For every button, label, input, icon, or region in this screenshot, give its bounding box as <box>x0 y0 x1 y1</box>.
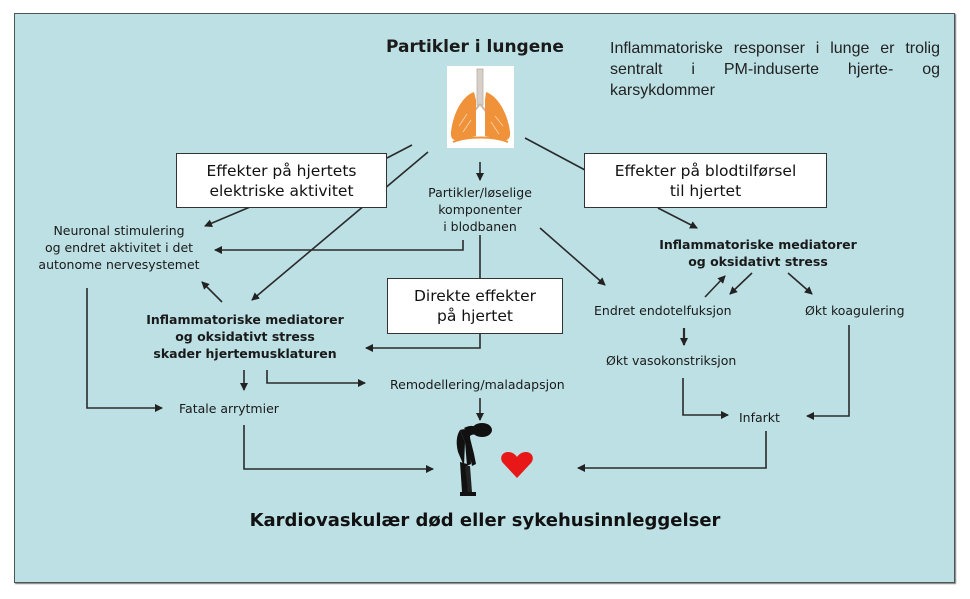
node-endothelial: Endret endotelfuksjon <box>594 303 732 318</box>
node-vasoconstriction: Økt vasokonstriksjon <box>606 353 737 368</box>
arrow-lungs-electrical <box>386 144 413 159</box>
arrow-particles-neuronal <box>214 240 464 254</box>
arrow-inflam-left-remodelling <box>266 370 366 387</box>
node-neuronal-line1: Neuronal stimulering <box>53 223 185 238</box>
node-particles-line2: komponenter <box>438 202 522 217</box>
arrow-electrical-neuronal <box>204 206 251 227</box>
arrow-lungs-bloodsupply <box>524 137 586 171</box>
arrow-arrhythmia-outcome <box>243 425 434 473</box>
lungs-icon <box>447 66 514 148</box>
node-particles-blood: Partikler/løselige komponenter i blodban… <box>412 184 548 235</box>
arrow-particles-endothelial <box>539 227 606 286</box>
node-neuronal-line3: autonome nervesystemet <box>38 257 200 272</box>
node-inflam-left-line1: Inflammatoriske mediatorer <box>146 312 344 327</box>
person-icon <box>452 422 492 500</box>
node-inflam-left-line3: skader hjertemusklaturen <box>153 346 337 361</box>
box-blood-supply: Effekter på blodtilførsel til hjertet <box>584 153 827 208</box>
arrow-direct-inflam-left <box>365 334 481 352</box>
arrow-inflam-right-endothelial <box>729 272 753 295</box>
node-particles-line1: Partikler/løselige <box>428 185 532 200</box>
arrow-inflam-right-coagulation <box>787 272 813 295</box>
node-inflammatory-right: Inflammatoriske mediatorer og oksidativt… <box>643 236 873 270</box>
node-remodelling: Remodellering/maladapsjon <box>390 377 565 392</box>
box-direct-line2: på hjertet <box>437 307 513 325</box>
arrow-inflam-left-neuronal <box>201 281 223 303</box>
node-arrhythmia: Fatale arrytmier <box>179 401 279 416</box>
node-inflam-right-line1: Inflammatoriske mediatorer <box>659 237 857 252</box>
heart-icon <box>500 450 534 480</box>
arrow-vasoconstriction-infarct <box>682 378 729 419</box>
node-particles-line3: i blodbanen <box>443 219 517 234</box>
diagram-title: Partikler i lungene <box>386 37 564 57</box>
box-electrical-line1: Effekter på hjertets <box>206 161 357 180</box>
node-neuronal-line2: og endret aktivitet i det <box>44 240 194 255</box>
arrow-neuronal-arrhythmia <box>86 288 163 412</box>
box-direct-effects: Direkte effekter på hjertet <box>387 278 563 334</box>
node-infarct: Infarkt <box>739 410 780 425</box>
node-inflammatory-left: Inflammatoriske mediatorer og oksidativt… <box>130 311 360 362</box>
node-neuronal: Neuronal stimulering og endret aktivitet… <box>24 222 214 273</box>
arrow-infarct-outcome <box>577 431 767 472</box>
node-inflam-right-line2: og oksidativt stress <box>688 254 828 269</box>
arrow-lungs-inflam-left <box>251 151 429 301</box>
node-inflam-left-line2: og oksidativt stress <box>175 329 315 344</box>
box-blood-supply-line1: Effekter på blodtilførsel <box>614 161 797 180</box>
arrow-coagulation-infarct <box>806 325 850 420</box>
outcome-label: Kardiovaskulær død eller sykehusinnlegge… <box>249 510 721 531</box>
box-blood-supply-line2: til hjertet <box>669 181 742 200</box>
box-electrical-activity: Effekter på hjertets elektriske aktivite… <box>176 153 387 208</box>
arrow-bloodsupply-inflam-right <box>657 207 698 229</box>
box-direct-line1: Direkte effekter <box>413 287 537 305</box>
node-coagulation: Økt koagulering <box>805 303 905 318</box>
arrow-endothelial-inflam-right <box>704 275 726 298</box>
box-electrical-line2: elektriske aktivitet <box>209 181 354 200</box>
summary-note: Inflammatoriske responser i lunge er tro… <box>610 40 940 99</box>
